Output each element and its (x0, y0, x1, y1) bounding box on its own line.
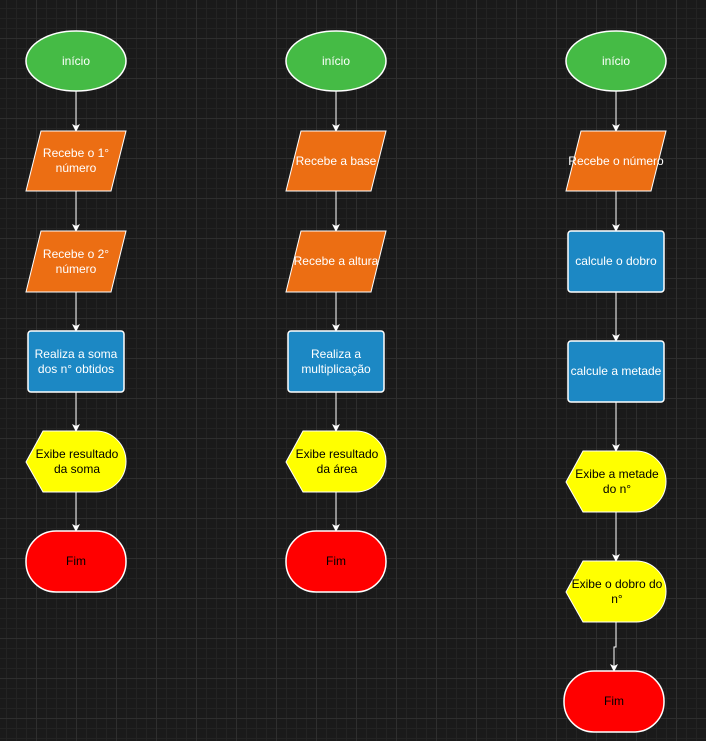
flow2-start-terminator[interactable] (285, 30, 387, 92)
flow2-input2-parallelogram[interactable] (285, 230, 387, 293)
flow1-input1-parallelogram[interactable] (25, 130, 127, 192)
flow3-start-terminator[interactable] (565, 30, 667, 92)
flow1-process-box[interactable] (27, 330, 125, 393)
flow3-display2-shape[interactable] (565, 560, 667, 623)
flow3-process1-box[interactable] (567, 230, 665, 293)
flow2-process-box[interactable] (287, 330, 385, 393)
flow3-display1-shape[interactable] (565, 450, 667, 513)
flow1-end-terminator[interactable] (25, 530, 127, 593)
flow2-end-terminator[interactable] (285, 530, 387, 593)
flow3-input1-parallelogram[interactable] (565, 130, 667, 192)
flow1-start-terminator[interactable] (25, 30, 127, 92)
flow3-edges (610, 91, 620, 672)
flow3-process2-box[interactable] (567, 340, 665, 403)
flow3-edge-display2-end (610, 622, 618, 672)
flow1-display-shape[interactable] (25, 430, 127, 493)
flow1-input2-parallelogram[interactable] (25, 230, 127, 293)
flow2-display-shape[interactable] (285, 430, 387, 493)
flow3-end-terminator[interactable] (563, 670, 665, 733)
flow2-input1-parallelogram[interactable] (285, 130, 387, 192)
